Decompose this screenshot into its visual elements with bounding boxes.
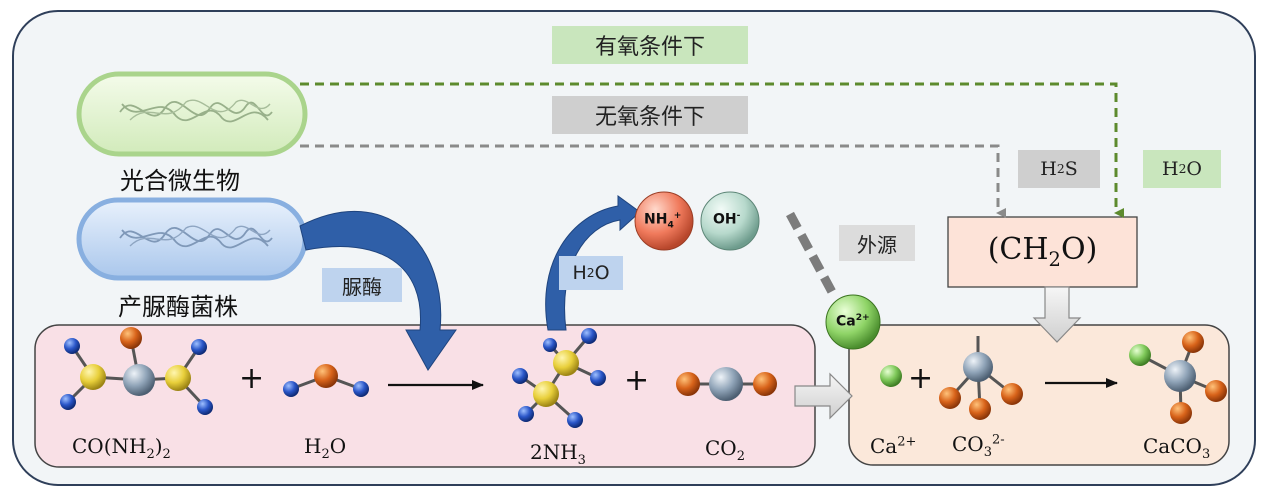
anaerobic-condition-label: 无氧条件下 — [552, 96, 748, 134]
block-arrow-down — [1032, 286, 1082, 343]
atom-nitrogen — [553, 350, 579, 376]
atom-hydrogen — [590, 370, 606, 386]
atom-hydrogen — [191, 339, 207, 355]
anaerobic-dashed-arrow — [300, 144, 1006, 218]
plus-sign: + — [908, 361, 933, 396]
oh-ion — [700, 191, 760, 251]
atom-carbon — [709, 367, 743, 401]
oh-ion-label: OH- — [713, 211, 741, 228]
atom-nitrogen — [80, 364, 106, 390]
atom-calcium — [1129, 344, 1151, 366]
atom-hydrogen — [283, 381, 299, 397]
aerobic-condition-label: 有氧条件下 — [552, 26, 748, 64]
atom-carbon — [963, 352, 993, 382]
atom-hydrogen — [197, 399, 213, 415]
carbonate-formula: CO32- — [952, 432, 1005, 460]
urease-strain-cell — [76, 197, 308, 281]
co2-formula: CO2 — [705, 436, 745, 464]
external-source-dashed-line — [786, 211, 836, 295]
urea-formula: CO(NH2)2 — [72, 434, 171, 462]
atom-hydrogen — [543, 338, 557, 352]
photosynthetic-microbe-cell — [76, 71, 308, 157]
atom-hydrogen — [512, 368, 528, 384]
atom-hydrogen — [60, 394, 76, 410]
atom-hydrogen — [581, 328, 597, 344]
atom-oxygen — [969, 398, 991, 420]
urease-enzyme-label: 脲酶 — [322, 268, 402, 302]
atom-hydrogen — [567, 412, 583, 428]
water-formula: H2O — [304, 434, 347, 462]
atom-oxygen — [1182, 331, 1204, 353]
atom-oxygen — [1205, 380, 1227, 402]
atom-oxygen — [753, 372, 777, 396]
atom-oxygen — [1001, 383, 1023, 405]
plus-sign: + — [624, 363, 649, 398]
atom-calcium — [880, 365, 902, 387]
atom-oxygen — [676, 372, 700, 396]
curved-arrow-enzyme — [299, 210, 457, 371]
atom-oxygen — [120, 327, 142, 349]
atom-hydrogen — [64, 338, 80, 354]
block-arrow-right — [794, 372, 853, 420]
photosynthetic-microbe-label: 光合微生物 — [120, 167, 240, 195]
urease-strain-label: 产脲酶菌株 — [118, 293, 238, 321]
nh4-ion — [634, 191, 694, 251]
plus-sign: + — [239, 361, 264, 396]
ch2o-text: (CH2O) — [987, 232, 1098, 271]
aerobic-dashed-arrow — [300, 82, 1124, 218]
atom-nitrogen — [165, 365, 191, 391]
atom-oxygen — [314, 364, 338, 388]
atom-hydrogen — [353, 381, 369, 397]
calcium-carbonate-formula: CaCO3 — [1143, 434, 1211, 462]
atom-carbon — [123, 364, 155, 396]
external-source-label: 外源 — [839, 225, 915, 261]
atom-nitrogen — [533, 381, 559, 407]
ammonia-formula: 2NH3 — [530, 440, 586, 468]
calcium-ion-external — [825, 294, 881, 350]
atom-carbon — [1164, 360, 1196, 392]
atom-hydrogen — [518, 406, 534, 422]
atom-oxygen — [1170, 402, 1192, 424]
atom-oxygen — [939, 387, 961, 409]
calcium-ion-external-label: Ca2+ — [836, 313, 870, 330]
nh4-ion-label: NH4+ — [644, 211, 682, 231]
ch2o-box — [947, 216, 1138, 288]
calcium-ion-formula: Ca2+ — [870, 434, 917, 458]
